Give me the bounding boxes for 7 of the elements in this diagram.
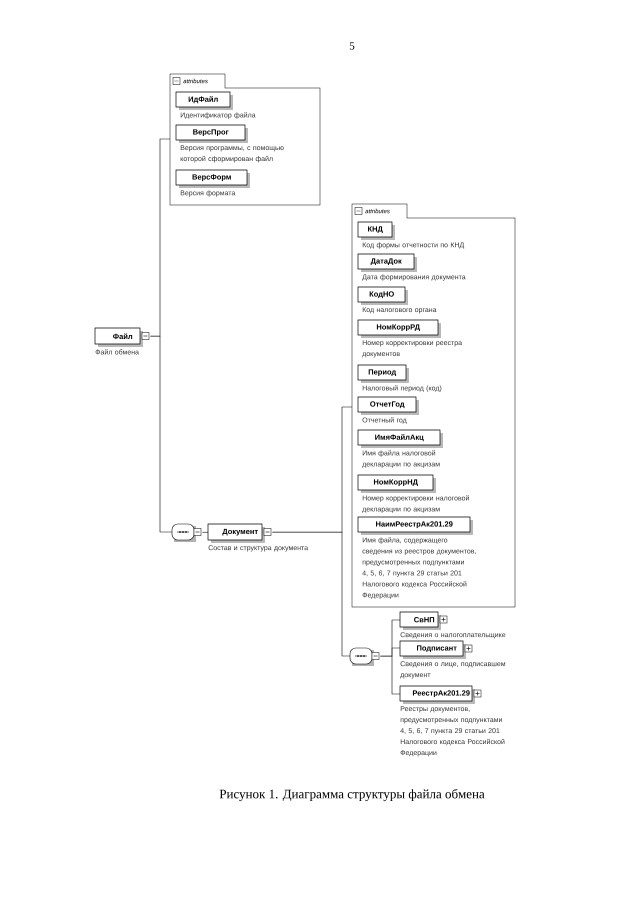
connector-line bbox=[380, 656, 400, 694]
caption: Рисунок 1. Диаграмма структуры файла обмена bbox=[220, 788, 485, 802]
connector-line bbox=[150, 336, 172, 532]
sequence-symbol bbox=[350, 648, 380, 666]
page-number: 5 bbox=[350, 42, 354, 50]
connector-line bbox=[272, 532, 350, 656]
sequence-symbol bbox=[172, 524, 202, 542]
